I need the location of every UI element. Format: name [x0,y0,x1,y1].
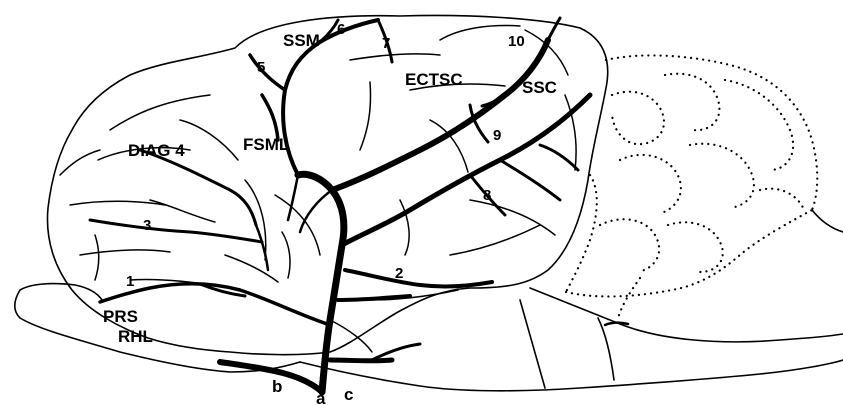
cerebellum-dotted [566,55,817,318]
label-b: b [272,377,282,396]
brainstem-outline [300,360,843,391]
label-10: 10 [508,33,525,50]
label-6: 6 [337,21,345,38]
label-c: c [344,385,353,404]
brainstem-divider-a [520,300,545,388]
label-rhl: RHL [118,327,153,346]
label-ectsc: ECTSC [405,70,463,89]
label-a: a [316,389,326,405]
label-7: 7 [382,35,390,52]
label-ssm: SSM [283,31,320,50]
olfactory-bulb-outline [15,290,300,372]
sulci [60,26,576,352]
label-2: 2 [395,265,403,282]
brainstem-divider-b [598,318,614,380]
label-1: 1 [126,273,134,290]
label-ssc: SSC [522,78,557,97]
cerebellum-right-outline [812,210,843,232]
brainstem-upper-outline [530,288,843,342]
label-fsml: FSML [243,135,289,154]
label-9: 9 [493,127,501,144]
frontal-pole-outline [20,284,102,300]
label-3: 3 [143,217,151,234]
label-5: 5 [257,59,265,76]
label-8: 8 [483,187,491,204]
label-diag4: DIAG 4 [128,141,185,160]
label-prs: PRS [103,307,138,326]
